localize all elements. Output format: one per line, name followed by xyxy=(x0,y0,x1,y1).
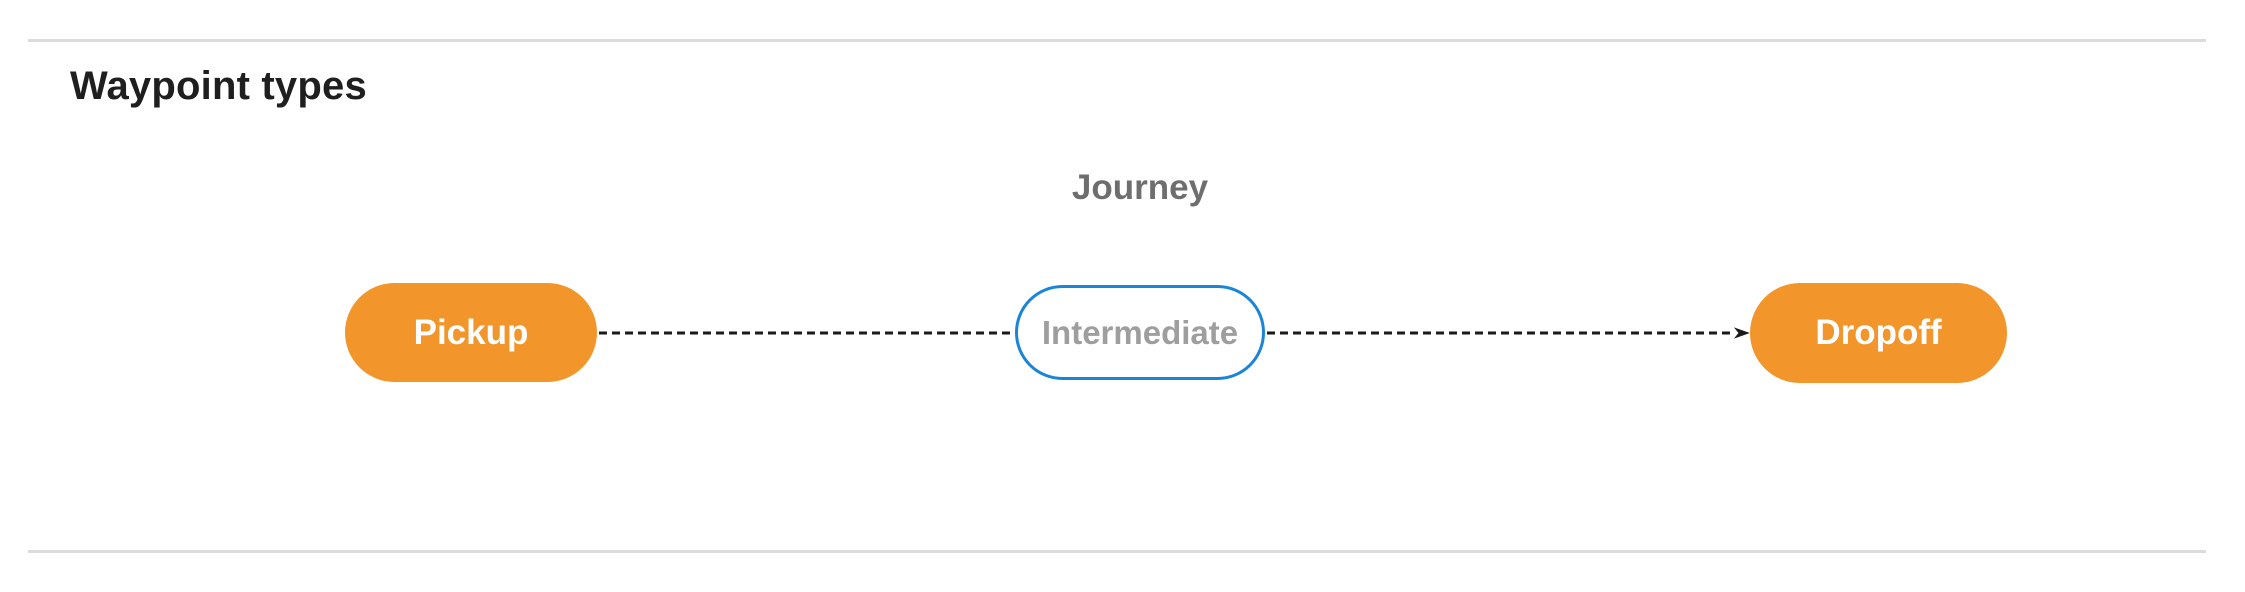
node-pickup-label: Pickup xyxy=(413,312,529,352)
node-dropoff: Dropoff xyxy=(1750,283,2007,383)
section-divider-top xyxy=(28,39,2206,42)
node-pickup: Pickup xyxy=(345,283,597,382)
section-title: Waypoint types xyxy=(70,64,367,108)
node-intermediate: Intermediate xyxy=(1015,285,1265,380)
cluster-label-journey: Journey xyxy=(1071,168,1209,207)
node-intermediate-label: Intermediate xyxy=(1041,313,1239,351)
node-dropoff-label: Dropoff xyxy=(1815,313,1942,352)
section-divider-bottom xyxy=(28,550,2206,553)
